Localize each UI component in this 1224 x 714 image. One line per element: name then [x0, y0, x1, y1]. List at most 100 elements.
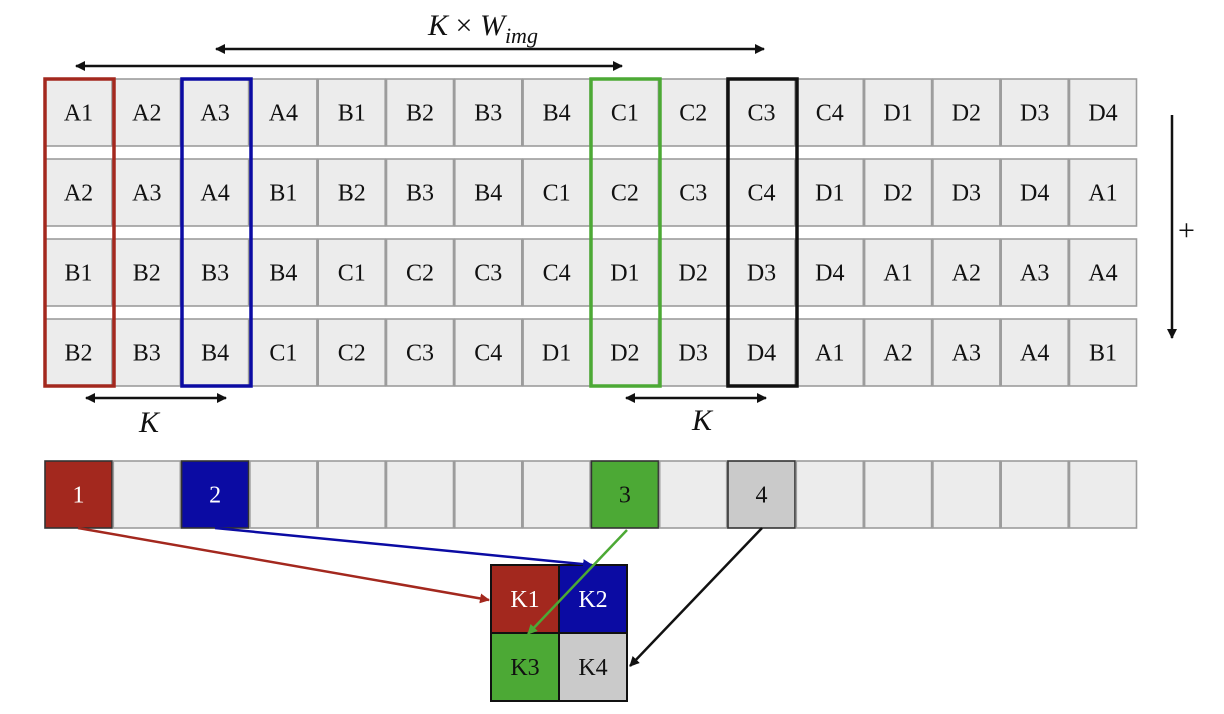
k-label-right: K: [691, 404, 714, 437]
grid-cell: [180, 318, 250, 387]
grid-cell-label: D4: [1088, 101, 1117, 127]
grid-cell: [795, 318, 865, 387]
grid-cell-label: A1: [883, 261, 912, 287]
grid-cell-label: B3: [406, 181, 434, 207]
grid-cell: [1068, 78, 1138, 147]
grid-cell: [658, 318, 728, 387]
title-w: W: [480, 9, 508, 42]
grid-cell-label: B4: [474, 181, 502, 207]
grid-cell: [1000, 158, 1070, 227]
grid-cell: [863, 78, 933, 147]
grid-cell-label: A2: [64, 181, 93, 207]
grid-cell-label: B3: [133, 341, 161, 367]
grid-cell-label: C3: [747, 101, 775, 127]
grid-cell: [795, 158, 865, 227]
grid-cell-label: C4: [816, 101, 844, 127]
grid-cell: [112, 158, 182, 227]
grid-cell-label: B2: [133, 261, 161, 287]
grid-cell-label: A3: [1020, 261, 1049, 287]
grid-cell: [385, 318, 455, 387]
grid-cell: [795, 238, 865, 307]
grid-cell: [522, 238, 591, 307]
grid-cell: [112, 318, 182, 387]
title-w-subscript: img: [505, 23, 538, 48]
output-slot-label: 1: [73, 483, 85, 509]
grid-cell: [385, 238, 455, 307]
grid-cell-label: C1: [543, 181, 571, 207]
kernel-cell-k1: [490, 564, 560, 634]
arrow-slot1-to-k1: [77, 526, 490, 604]
grid-cell: [453, 318, 523, 387]
output-slot-empty: [1068, 460, 1138, 529]
kernel-cell-label: K2: [578, 587, 607, 613]
grid-cell-label: A2: [952, 261, 981, 287]
grid-cell-label: D4: [747, 341, 776, 367]
grid-cell-label: A4: [200, 181, 229, 207]
grid-cell-label: C1: [338, 261, 366, 287]
grid-cell: [1068, 318, 1138, 387]
grid-cell: [44, 238, 113, 307]
grid-cell-label: A3: [200, 101, 229, 127]
grid-cell: [863, 318, 933, 387]
grid-cell: [317, 238, 387, 307]
highlight-column-blue: [180, 77, 253, 388]
grid-cell: [385, 158, 455, 227]
grid-cell: [112, 238, 182, 307]
grid-cell-label: D3: [952, 181, 981, 207]
grid-cell-label: A3: [952, 341, 981, 367]
grid-cell-label: D2: [679, 261, 708, 287]
grid-cell: [249, 238, 318, 307]
output-slot-4: [727, 460, 796, 529]
grid-cell-label: C3: [679, 181, 707, 207]
kernel-cell-label: K3: [510, 655, 539, 681]
grid-cell-label: A4: [1020, 341, 1049, 367]
grid-cell-label: D3: [747, 261, 776, 287]
output-slot-label: 3: [619, 483, 631, 509]
grid-cell-label: D2: [952, 101, 981, 127]
grid-cell-label: A1: [815, 341, 844, 367]
grid-cell-label: A4: [269, 101, 298, 127]
grid-cell: [1000, 238, 1070, 307]
grid-cell-label: B3: [474, 101, 502, 127]
title-label: K × Wimg: [427, 9, 538, 48]
grid-cell: [590, 238, 660, 307]
grid-cell: [932, 78, 1001, 147]
grid-cell: [932, 158, 1001, 227]
grid-cell-label: D1: [815, 181, 844, 207]
grid-cell-label: B2: [406, 101, 434, 127]
output-slot-empty: [453, 460, 523, 529]
grid-cell-label: C3: [406, 341, 434, 367]
grid-cell-label: A1: [64, 101, 93, 127]
grid-cell-label: B1: [64, 261, 92, 287]
k-label-left: K: [138, 406, 161, 439]
grid-cell: [249, 158, 318, 227]
grid-cell: [317, 78, 387, 147]
grid-cell-label: D4: [815, 261, 844, 287]
grid-cell-label: D1: [542, 341, 571, 367]
grid-cell: [385, 78, 455, 147]
grid-cell-label: D4: [1020, 181, 1049, 207]
grid-cell: [249, 318, 318, 387]
grid-cell-label: C2: [338, 341, 366, 367]
grid-cell-label: B1: [1089, 341, 1117, 367]
grid-cell-label: B2: [64, 341, 92, 367]
grid-cell: [453, 238, 523, 307]
highlight-column-green: [589, 77, 662, 388]
grid-cell-label: A4: [1088, 261, 1117, 287]
output-slot-empty: [658, 460, 728, 529]
plus-sign: +: [1178, 214, 1195, 247]
output-slot-empty: [863, 460, 933, 529]
grid-cell: [1000, 78, 1070, 147]
grid-cell-label: A2: [132, 101, 161, 127]
grid-cell-label: B1: [269, 181, 297, 207]
grid-cell-label: A3: [132, 181, 161, 207]
arrow-slot2-to-k2: [214, 526, 593, 570]
grid-cell: [1068, 238, 1138, 307]
grid-cell-label: A1: [1088, 181, 1117, 207]
arrow-slot4-to-k4: [629, 527, 763, 667]
output-slot-empty: [1000, 460, 1070, 529]
grid-cell-label: C2: [679, 101, 707, 127]
grid-cell-label: D3: [679, 341, 708, 367]
grid-cell: [658, 238, 728, 307]
